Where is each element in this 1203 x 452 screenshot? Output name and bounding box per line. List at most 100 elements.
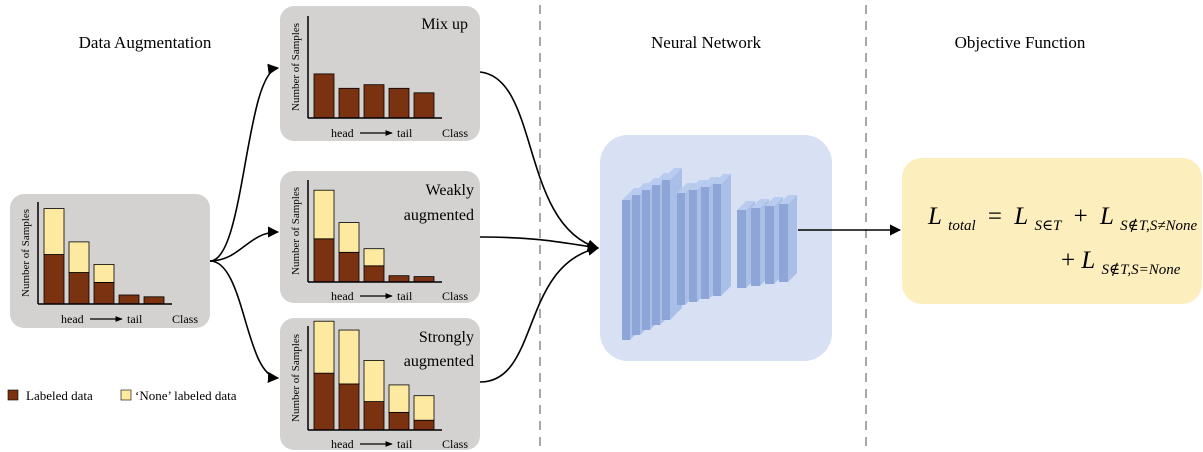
bar-labeled-1 <box>338 383 360 431</box>
bar-labeled-1 <box>68 272 90 305</box>
legend-label-none-labeled: ‘None’ labeled data <box>135 388 237 403</box>
bar-labeled-4 <box>413 419 435 431</box>
head-label: head <box>61 312 84 326</box>
layer-face-11 <box>765 206 774 284</box>
arrow-strongly-to-network <box>479 244 600 383</box>
tail-label: tail <box>127 312 143 326</box>
bar-labeled-1 <box>338 87 360 119</box>
bar-none-labeled-1 <box>338 222 360 253</box>
header-objective-function: Objective Function <box>955 33 1086 52</box>
bar-labeled-0 <box>313 372 335 431</box>
arrow-to-weakly <box>209 226 280 262</box>
bar-none-labeled-2 <box>93 263 115 283</box>
bar-labeled-1 <box>338 251 360 283</box>
bar-labeled-3 <box>118 294 140 305</box>
bar-none-labeled-2 <box>363 360 385 402</box>
formula-sub-total: total <box>948 218 976 234</box>
bar-labeled-2 <box>363 401 385 431</box>
panel-title: Mix up <box>421 16 468 33</box>
head-label: head <box>331 126 354 140</box>
layer-face-4 <box>662 180 670 320</box>
panel-title-line2: augmented <box>404 207 474 224</box>
bar-none-labeled-1 <box>338 329 360 385</box>
y-axis-label: Number of Samples <box>290 23 302 111</box>
head-label: head <box>331 437 354 451</box>
bar-labeled-0 <box>313 238 335 283</box>
bar-labeled-4 <box>413 276 435 283</box>
layer-face-3 <box>652 185 660 325</box>
layer-face-0 <box>622 200 630 340</box>
layer-top-9 <box>737 201 755 210</box>
layer-top-4 <box>662 168 682 180</box>
bar-none-labeled-2 <box>363 248 385 267</box>
bar-labeled-4 <box>413 92 435 119</box>
bar-labeled-2 <box>363 265 385 283</box>
bar-labeled-2 <box>93 281 115 305</box>
header-data-augmentation: Data Augmentation <box>79 33 212 52</box>
layer-top-6 <box>689 180 707 190</box>
formula-line2: + L S∉T,S=None <box>1061 247 1181 278</box>
layer-face-2 <box>642 190 650 330</box>
y-axis-label: Number of Samples <box>290 187 302 275</box>
panel-title-line1: Weakly <box>426 182 474 199</box>
bar-none-labeled-0 <box>313 320 335 374</box>
bar-none-labeled-4 <box>413 395 435 421</box>
bar-none-labeled-3 <box>388 384 410 413</box>
bar-labeled-3 <box>388 87 410 119</box>
layer-top-5 <box>677 183 695 193</box>
panel-background <box>10 194 210 328</box>
formula-L3: L <box>1080 247 1095 274</box>
layer-face-1 <box>632 195 640 335</box>
tail-label: tail <box>397 289 413 303</box>
tail-label: tail <box>397 437 413 451</box>
layer-face-10 <box>751 208 760 286</box>
class-label: Class <box>442 437 468 451</box>
bar-none-labeled-1 <box>68 241 90 273</box>
arrow-mixup-to-network <box>479 71 600 251</box>
panel-title-line1: Strongly <box>419 329 474 346</box>
formula-L2: L <box>1099 203 1114 230</box>
layer-top-12 <box>779 195 797 204</box>
y-axis-label: Number of Samples <box>290 334 302 422</box>
layer-face-12 <box>779 204 788 282</box>
layer-side-8 <box>721 174 731 296</box>
layer-face-7 <box>701 187 709 299</box>
formula-line1: L total = L S∈T + L S∉T,S≠None <box>927 203 1197 236</box>
layer-face-8 <box>713 184 721 296</box>
objective-function-block: L total = L S∈T + L S∉T,S≠None + L S∉T,S… <box>902 158 1202 304</box>
panel-original-distribution: Number of Samples head tail Class <box>10 194 210 328</box>
panel-weakly-augmented: Weakly augmented Number of Samples head … <box>280 171 480 303</box>
formula-plus2: + <box>1061 247 1075 274</box>
formula-sub3: S∉T,S=None <box>1102 262 1181 278</box>
bar-labeled-0 <box>43 254 65 305</box>
network-layers <box>622 168 797 340</box>
bar-none-labeled-0 <box>313 189 335 240</box>
legend-swatch-labeled <box>7 389 19 401</box>
arrow-to-mixup <box>209 63 280 262</box>
bar-labeled-4 <box>143 296 165 305</box>
y-axis-label: Number of Samples <box>20 209 32 297</box>
legend-label-labeled: Labeled data <box>26 388 93 403</box>
formula-equals: = <box>988 203 1002 230</box>
layer-side-12 <box>788 195 797 282</box>
bar-none-labeled-0 <box>43 208 65 255</box>
legend: Labeled data ‘None’ labeled data <box>7 388 237 403</box>
head-label: head <box>331 289 354 303</box>
layer-face-5 <box>677 193 685 305</box>
panel-strongly-augmented: Strongly augmented Number of Samples hea… <box>280 318 480 451</box>
formula-L1: L <box>1013 203 1028 230</box>
layer-face-6 <box>689 190 697 302</box>
objective-background <box>902 158 1202 304</box>
layer-top-8 <box>713 174 731 184</box>
tail-label: tail <box>397 126 413 140</box>
panel-title-line2: augmented <box>404 353 474 370</box>
layer-top-11 <box>765 197 783 206</box>
arrow-to-strongly <box>209 260 280 383</box>
header-neural-network: Neural Network <box>651 33 761 52</box>
class-label: Class <box>442 289 468 303</box>
bar-labeled-2 <box>363 84 385 119</box>
class-label: Class <box>442 126 468 140</box>
bar-labeled-0 <box>313 73 335 119</box>
layer-top-7 <box>701 177 719 187</box>
